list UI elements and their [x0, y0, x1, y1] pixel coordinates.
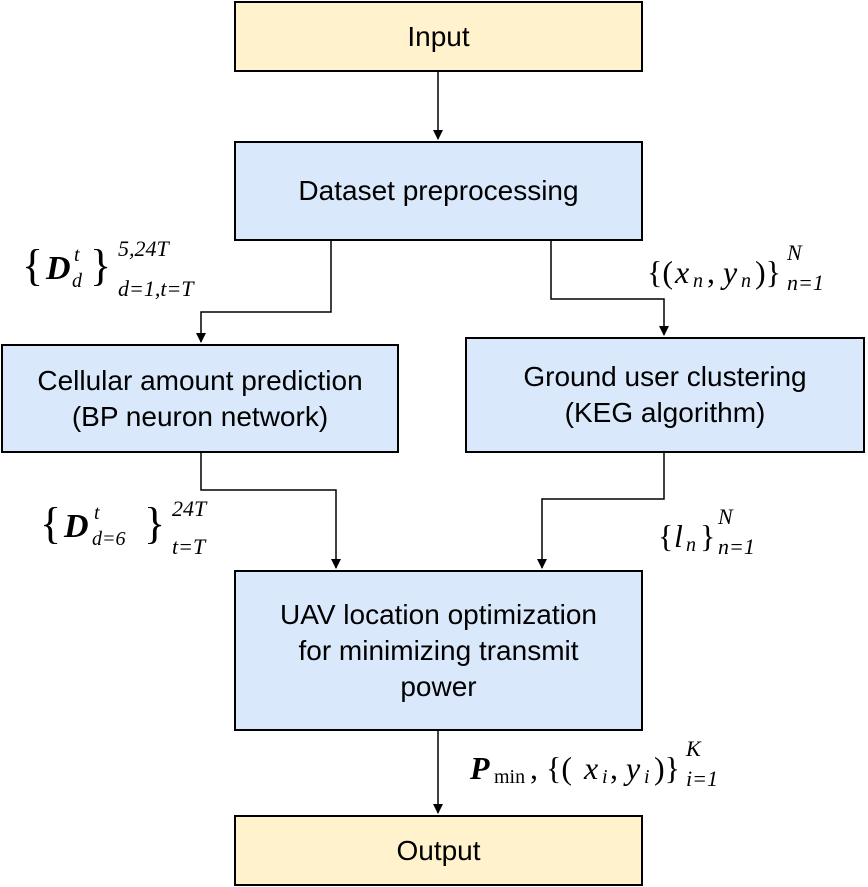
prediction-line1: Cellular amount prediction	[37, 364, 363, 396]
clustering-line2: (KEG algorithm)	[564, 397, 766, 428]
d6-upper: 24T	[172, 496, 207, 521]
xy-sub-x: n	[693, 270, 703, 292]
d-all-lower: d=1,t=T	[118, 276, 194, 301]
xy-upper: N	[787, 240, 802, 265]
label-pmin: P min , {( x i , y i )} K i=1	[470, 736, 718, 791]
label-ln: { l n } N n=1	[658, 504, 755, 559]
output-label: Output	[396, 834, 481, 866]
preprocess-label: Dataset preprocessing	[298, 175, 579, 206]
pmin-sub-x: i	[602, 766, 608, 788]
edge-preprocess-to-prediction	[196, 241, 332, 343]
input-node: Input	[234, 1, 643, 72]
edge-clustering-to-optimization	[537, 453, 665, 569]
d-all-sup-t: t	[74, 244, 80, 266]
preprocess-node: Dataset preprocessing	[234, 141, 643, 241]
xy-var-y: y	[723, 254, 738, 290]
output-node: Output	[234, 815, 643, 886]
pmin-sub-y: i	[644, 766, 650, 788]
input-label: Input	[407, 20, 470, 52]
xy-var-x: x	[675, 254, 690, 290]
clustering-node: Ground user clustering (KEG algorithm)	[465, 337, 865, 453]
pmin-var-y: y	[626, 750, 641, 786]
xy-sub-y: n	[741, 270, 751, 292]
pmin-lower: i=1	[686, 766, 718, 791]
optimization-line3: power	[400, 670, 477, 702]
ln-upper: N	[718, 504, 733, 529]
d6-sub-d: d=6	[92, 528, 126, 550]
label-d6: { D t d=6 } 24T t=T	[40, 496, 207, 559]
d-all-base: D	[46, 250, 71, 287]
xy-lower: n=1	[787, 270, 824, 295]
ln-var: l	[674, 518, 683, 554]
d6-base: D	[64, 508, 89, 545]
pmin-upper: K	[686, 736, 701, 761]
edge-prediction-to-optimization	[200, 453, 341, 569]
pmin-p: P	[470, 750, 490, 786]
prediction-line2: (BP neuron network)	[71, 400, 329, 432]
prediction-node: Cellular amount prediction (BP neuron ne…	[1, 344, 399, 453]
d6-lower: t=T	[172, 534, 206, 559]
d-all-sub-d: d	[72, 270, 82, 292]
ln-sub: n	[686, 534, 696, 556]
clustering-line1: Ground user clustering	[523, 361, 807, 392]
optimization-line2: for minimizing transmit	[298, 634, 579, 666]
pmin-var-x: x	[584, 750, 599, 786]
optimization-line1: UAV location optimization	[280, 598, 597, 630]
d-all-upper: 5,24T	[118, 236, 169, 261]
d6-sup-t: t	[94, 502, 100, 524]
label-d-all: { D t d } 5,24T d=1,t=T	[22, 236, 194, 301]
pmin-min: min	[494, 766, 526, 788]
edge-preprocess-to-clustering	[550, 241, 669, 336]
ln-lower: n=1	[718, 534, 755, 559]
optimization-node: UAV location optimization for minimizing…	[234, 570, 643, 731]
label-xy: {( x n , y n )} N n=1	[647, 240, 824, 295]
